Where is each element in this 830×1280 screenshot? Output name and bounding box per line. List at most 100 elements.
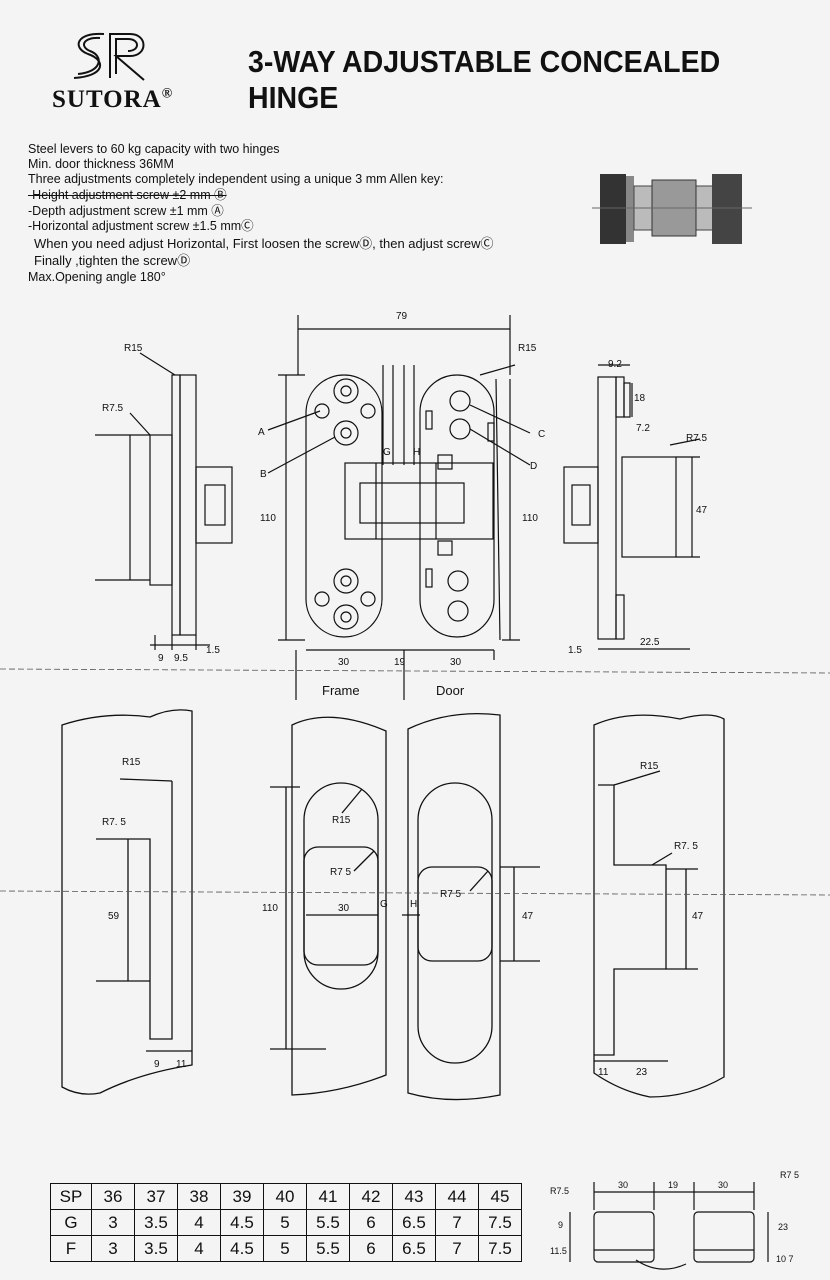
- table-cell: 44: [435, 1183, 479, 1210]
- spec-line: Steel levers to 60 kg capacity with two …: [28, 142, 280, 156]
- top-view-drawing: R7.5 30 19 30 R7 5 9 11.5 23 10 7: [550, 1170, 799, 1270]
- table-cell: 7.5: [478, 1235, 522, 1262]
- table-cell: 6.5: [392, 1209, 436, 1236]
- table-cell: 45: [478, 1183, 522, 1210]
- table-cell: F: [50, 1235, 92, 1262]
- dim-r15-right: R15: [518, 343, 537, 354]
- sr-monogram-logo: [73, 32, 145, 81]
- dim-19: 19: [394, 657, 406, 668]
- table-cell: 5: [263, 1209, 307, 1236]
- label-h: H: [413, 447, 420, 458]
- table-cell: 3: [91, 1235, 135, 1262]
- table-row: F 3 3.5 4 4.5 5 5.5 6 6.5 7 7.5: [50, 1235, 522, 1262]
- table-cell: 5.5: [306, 1235, 350, 1262]
- table-cell: 5: [263, 1235, 307, 1262]
- table-row: SP 36 37 38 39 40 41 42 43 44 45: [50, 1183, 522, 1210]
- spec-line: -Horizontal adjustment screw ±1.5 mmⒸ: [28, 219, 254, 233]
- dim-9: 9: [158, 653, 164, 664]
- dim-width-79: 79: [396, 311, 408, 322]
- table-cell: 38: [177, 1183, 221, 1210]
- top-r75-right: R7 5: [780, 1170, 799, 1180]
- cutout-drawings: R15 R7. 5 59 9 11 R15 R7 5 110 30 G H R7…: [0, 709, 830, 1101]
- table-cell: 4.5: [220, 1209, 264, 1236]
- top-dim-11-5: 11.5: [550, 1246, 567, 1256]
- dim-47-side: 47: [696, 505, 708, 516]
- top-dim-30-a: 30: [618, 1180, 628, 1190]
- frame-label: Frame: [322, 683, 360, 698]
- cutout-r75-a: R7. 5: [102, 817, 126, 828]
- hinge-views-drawing: 79 R15 R7.5 A B C D G H R15 110 110 9 9.…: [0, 311, 830, 700]
- cutout-r15-a: R15: [122, 757, 141, 768]
- dim-1-5-side: 1.5: [568, 645, 582, 656]
- cutout-r15-d: R15: [640, 761, 659, 772]
- top-r75-left: R7.5: [550, 1186, 569, 1196]
- top-dim-23: 23: [778, 1222, 788, 1232]
- cutout-dim-47-b: 47: [692, 911, 704, 922]
- table-cell: 6.5: [392, 1235, 436, 1262]
- table-cell: 3.5: [134, 1235, 178, 1262]
- spec-line: -Depth adjustment screw ±1 mm Ⓐ: [28, 204, 224, 218]
- cutout-r15-b: R15: [332, 815, 351, 826]
- cutout-dim-9: 9: [154, 1059, 160, 1070]
- dim-r75-left: R7.5: [102, 403, 124, 414]
- dim-110-left: 110: [260, 513, 276, 524]
- dim-30-frame: 30: [338, 657, 350, 668]
- dim-1-5: 1.5: [206, 645, 220, 656]
- label-b: B: [260, 469, 267, 480]
- dim-18: 18: [634, 393, 646, 404]
- cutout-dim-23: 23: [636, 1067, 648, 1078]
- top-dim-30-b: 30: [718, 1180, 728, 1190]
- cutout-r75-c: R7 5: [440, 889, 462, 900]
- top-dim-19: 19: [668, 1180, 678, 1190]
- top-dim-10-7: 10 7: [776, 1254, 794, 1264]
- table-cell: 39: [220, 1183, 264, 1210]
- dim-22-5: 22.5: [640, 637, 660, 648]
- spec-line: -Height adjustment screw ±2 mm Ⓑ: [28, 188, 227, 202]
- cutout-label-g: G: [380, 899, 388, 910]
- label-a: A: [258, 427, 265, 438]
- cutout-r75-b: R7 5: [330, 867, 352, 878]
- spec-line: When you need adjust Horizontal, First l…: [34, 236, 494, 251]
- cutout-dim-59: 59: [108, 911, 120, 922]
- cutout-label-h: H: [410, 899, 417, 910]
- table-cell: 36: [91, 1183, 135, 1210]
- dim-9-5: 9.5: [174, 653, 188, 664]
- door-label: Door: [436, 683, 465, 698]
- dim-30-door: 30: [450, 657, 462, 668]
- label-g: G: [383, 447, 391, 458]
- table-cell: G: [50, 1209, 92, 1236]
- dim-r75-side: R7.5: [686, 433, 708, 444]
- table-cell: 41: [306, 1183, 350, 1210]
- cutout-r75-d: R7. 5: [674, 841, 698, 852]
- dim-7-2: 7.2: [636, 423, 650, 434]
- table-cell: SP: [50, 1183, 92, 1210]
- label-c: C: [538, 429, 545, 440]
- table-cell: 6: [349, 1209, 393, 1236]
- label-d: D: [530, 461, 537, 472]
- table-cell: 42: [349, 1183, 393, 1210]
- table-cell: 40: [263, 1183, 307, 1210]
- table-cell: 5.5: [306, 1209, 350, 1236]
- dim-r15-left: R15: [124, 343, 143, 354]
- table-row: G 3 3.5 4 4.5 5 5.5 6 6.5 7 7.5: [50, 1209, 522, 1236]
- table-cell: 7: [435, 1235, 479, 1262]
- spec-line: Three adjustments completely independent…: [28, 172, 444, 186]
- table-cell: 6: [349, 1235, 393, 1262]
- table-cell: 3: [91, 1209, 135, 1236]
- table-cell: 43: [392, 1183, 436, 1210]
- table-cell: 4.5: [220, 1235, 264, 1262]
- table-cell: 4: [177, 1209, 221, 1236]
- table-cell: 3.5: [134, 1209, 178, 1236]
- dim-110-right: 110: [522, 513, 538, 524]
- table-cell: 7.5: [478, 1209, 522, 1236]
- cutout-dim-110: 110: [262, 903, 278, 914]
- brand-name: SUTORA®: [52, 86, 174, 113]
- cutout-dim-47-a: 47: [522, 911, 534, 922]
- cutout-dim-11: 11: [176, 1059, 187, 1070]
- table-cell: 7: [435, 1209, 479, 1236]
- spec-line: Min. door thickness 36MM: [28, 157, 174, 171]
- spec-line: Max.Opening angle 180°: [28, 270, 166, 284]
- dim-9-2: 9.2: [608, 359, 622, 370]
- door-thickness-table: SP 36 37 38 39 40 41 42 43 44 45 G 3 3.5…: [50, 1183, 522, 1262]
- hinge-thumbnail-image: [592, 174, 752, 244]
